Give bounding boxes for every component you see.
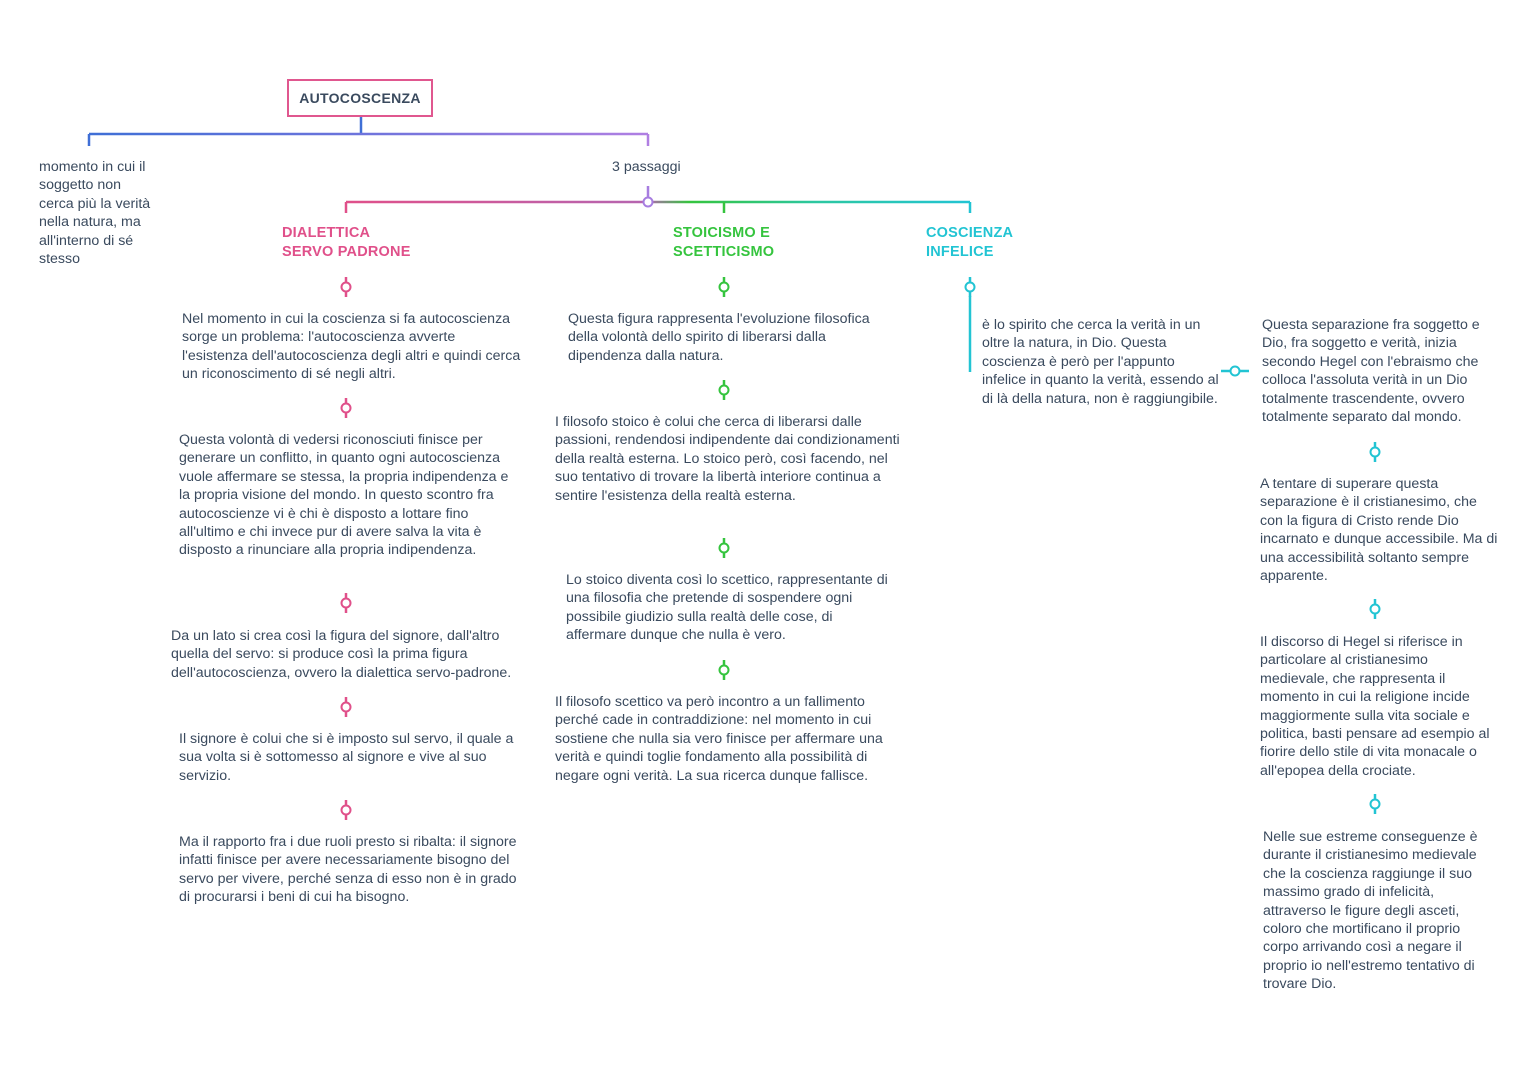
servo-step-1: Nel momento in cui la coscienza si fa au… xyxy=(182,311,521,383)
infelice-step-4: Nelle sue estreme conseguenze è durante … xyxy=(1263,829,1478,993)
infelice-intro: è lo spirito che cerca la verità in un o… xyxy=(982,317,1219,407)
stoicismo-connector-4 xyxy=(718,660,730,680)
servo-heading: DIALETTICA SERVO PADRONE xyxy=(282,224,411,262)
infelice-connector-2 xyxy=(1369,442,1381,462)
infelice-heading: COSCIENZA INFELICE xyxy=(926,224,1013,262)
servo-connector-2 xyxy=(340,398,352,418)
infelice-step-3: Il discorso di Hegel si riferisce in par… xyxy=(1260,634,1490,779)
stoicismo-step-4: Il filosofo scettico va però incontro a … xyxy=(555,694,883,784)
infelice-horizontal-connector xyxy=(1221,365,1249,377)
infelice-heading-line1: COSCIENZA xyxy=(926,225,1014,241)
stoicismo-heading-line1: STOICISMO E xyxy=(673,225,771,241)
infelice-step-1: Questa separazione fra soggetto e Dio, f… xyxy=(1262,317,1480,426)
servo-heading-line1: DIALETTICA xyxy=(282,225,371,241)
servo-heading-line2: SERVO PADRONE xyxy=(282,244,411,260)
infelice-step-2: A tentare di superare questa separazione… xyxy=(1260,476,1498,585)
servo-connector-3 xyxy=(340,593,352,613)
stoicismo-step-3: Lo stoico diventa così lo scettico, rapp… xyxy=(566,572,888,644)
passages-node xyxy=(642,196,654,208)
stoicismo-connector-1 xyxy=(718,277,730,297)
infelice-connector-4 xyxy=(1369,794,1381,814)
servo-step-5: Ma il rapporto fra i due ruoli presto si… xyxy=(179,834,517,906)
infelice-connector-3 xyxy=(1369,599,1381,619)
stoicismo-heading: STOICISMO E SCETTICISMO xyxy=(673,224,774,262)
servo-connector-1 xyxy=(340,277,352,297)
servo-connector-5 xyxy=(340,800,352,820)
servo-step-2: Questa volontà di vedersi riconosciuti f… xyxy=(179,432,509,559)
servo-step-4: Il signore è colui che si è imposto sul … xyxy=(179,731,514,784)
stoicismo-connector-3 xyxy=(718,538,730,558)
stoicismo-step-2: I filosofo stoico è colui che cerca di l… xyxy=(555,414,900,504)
servo-step-3: Da un lato si crea così la figura del si… xyxy=(171,628,512,681)
root-node-autocoscienza: AUTOCOSCENZA xyxy=(287,79,433,117)
servo-connector-4 xyxy=(340,697,352,717)
stoicismo-step-1: Questa figura rappresenta l'evoluzione f… xyxy=(568,311,870,364)
stoicismo-connector-2 xyxy=(718,380,730,400)
stoicismo-heading-line2: SCETTICISMO xyxy=(673,244,775,260)
passages-label: 3 passaggi xyxy=(612,159,681,175)
infelice-connector-1 xyxy=(964,277,976,297)
infelice-heading-line2: INFELICE xyxy=(926,244,994,260)
left-note: momento in cui il soggetto non cerca più… xyxy=(39,159,151,268)
